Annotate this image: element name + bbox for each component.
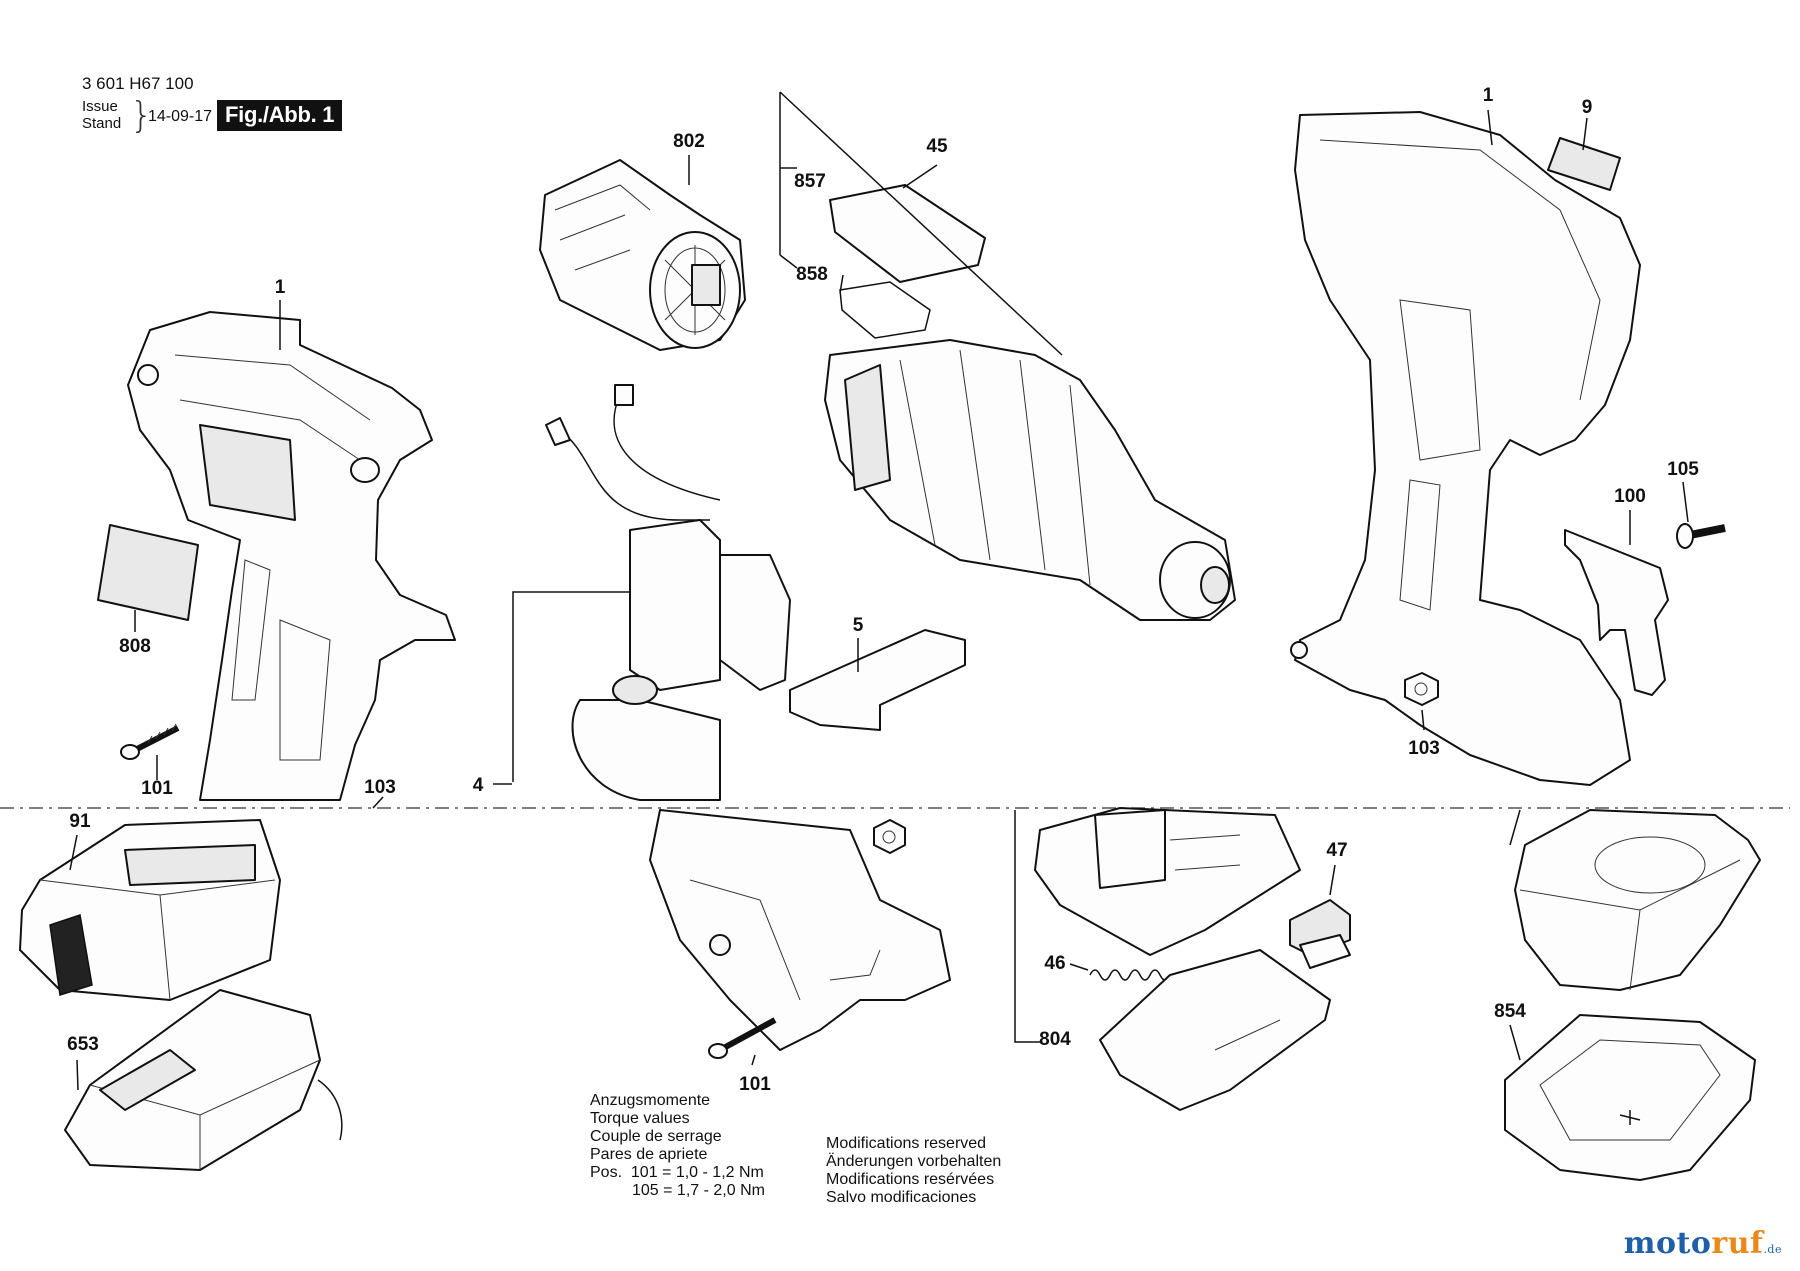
modifications-line-2: Änderungen vorbehalten (826, 1153, 1002, 1170)
left-housing-part (127, 311, 456, 801)
torque-line-4: Pares de apriete (590, 1146, 708, 1163)
label-9-part (1547, 137, 1621, 191)
watermark-part-b: ruf (1711, 1226, 1764, 1261)
stand-label: Stand (82, 115, 122, 132)
watermark-part-c: .de (1763, 1243, 1782, 1256)
callout-804: 804 (1039, 1029, 1071, 1050)
callout-101-bottom: 101 (739, 1074, 771, 1095)
torque-line-1: Anzugsmomente (590, 1092, 711, 1109)
modifications-line-3: Modifications resérvées (826, 1171, 995, 1188)
callout-105: 105 (1667, 459, 1699, 480)
modifications-line-1: Modifications reserved (826, 1135, 987, 1152)
battery-right-part (1514, 809, 1761, 991)
callout-bracket-45 (779, 91, 1063, 356)
callout-653: 653 (67, 1034, 99, 1055)
clip-857-part (829, 184, 986, 283)
callout-bracket-804 (1014, 810, 1040, 1043)
torque-line-3: Couple de serrage (590, 1128, 722, 1145)
callout-91: 91 (69, 811, 91, 832)
callout-802: 802 (673, 131, 705, 152)
battery-interface-part (1034, 807, 1301, 956)
callout-46: 46 (1044, 953, 1066, 974)
modifications-notes: Modifications reserved Änderungen vorbeh… (826, 1135, 1001, 1207)
spring-46-part (1089, 969, 1171, 981)
callout-100: 100 (1614, 486, 1646, 507)
brace-glyph: } (130, 95, 153, 136)
callout-854: 854 (1494, 1001, 1526, 1022)
issue-label: Issue (82, 98, 118, 115)
torque-row-1: Pos. 101 = 1,0 - 1,2 Nm (590, 1164, 765, 1182)
screw-101-bottom-part (708, 1017, 777, 1059)
part-number: 3 601 H67 100 (82, 74, 194, 93)
part-47 (1289, 899, 1351, 969)
figure-badge: Fig./Abb. 1 (217, 100, 343, 131)
label-808-part (97, 524, 199, 621)
watermark-part-a: moto (1623, 1226, 1712, 1261)
screw-105-part (1676, 523, 1726, 549)
belt-clip-100-part (1564, 529, 1669, 696)
leader-lines (69, 109, 1689, 1091)
terminal-804-part (1099, 949, 1331, 1111)
callout-5: 5 (852, 615, 864, 636)
torque-value-105: 105 = 1,7 - 2,0 Nm (632, 1182, 765, 1199)
issue-date: 14-09-17 (148, 108, 213, 125)
charger-653-part (64, 989, 343, 1171)
slider-5-part (789, 629, 966, 731)
right-housing-part (1290, 111, 1641, 786)
callout-808: 808 (119, 636, 151, 657)
nut-center-part (873, 819, 906, 854)
screw-101-top-part (120, 723, 180, 760)
callout-4: 4 (472, 775, 484, 796)
nut-103-right-part (1404, 672, 1439, 706)
callout-103-left: 103 (364, 777, 396, 798)
callout-1-left: 1 (274, 277, 286, 298)
base-housing-part (649, 809, 951, 1051)
callout-103-right: 103 (1408, 738, 1440, 759)
callout-9: 9 (1581, 97, 1593, 118)
base-854-part (1504, 1014, 1756, 1181)
callout-858: 858 (796, 264, 828, 285)
watermark-logo: motoruf.de (1624, 1226, 1782, 1261)
callout-47: 47 (1326, 840, 1348, 861)
torque-pos-label: Pos. (590, 1164, 623, 1181)
callout-1-right: 1 (1482, 85, 1494, 106)
motor-802-part (539, 159, 746, 351)
issue-stand-label: Issue Stand (82, 98, 121, 132)
torque-row-2: 105 = 1,7 - 2,0 Nm (590, 1182, 765, 1200)
callout-45: 45 (926, 136, 948, 157)
torque-notes: Anzugsmomente Torque values Couple de se… (590, 1092, 765, 1200)
torque-line-2: Torque values (590, 1110, 690, 1127)
callout-857: 857 (794, 171, 826, 192)
gearbox-chuck-45-part (824, 339, 1236, 621)
switch-4-part (545, 384, 791, 801)
callout-101-top: 101 (141, 778, 173, 799)
callout-bracket-4 (512, 591, 630, 782)
battery-91-part (19, 819, 281, 1001)
torque-value-101: 101 = 1,0 - 1,2 Nm (630, 1164, 764, 1181)
gasket-858-part (839, 281, 931, 339)
modifications-line-4: Salvo modificaciones (826, 1189, 977, 1206)
